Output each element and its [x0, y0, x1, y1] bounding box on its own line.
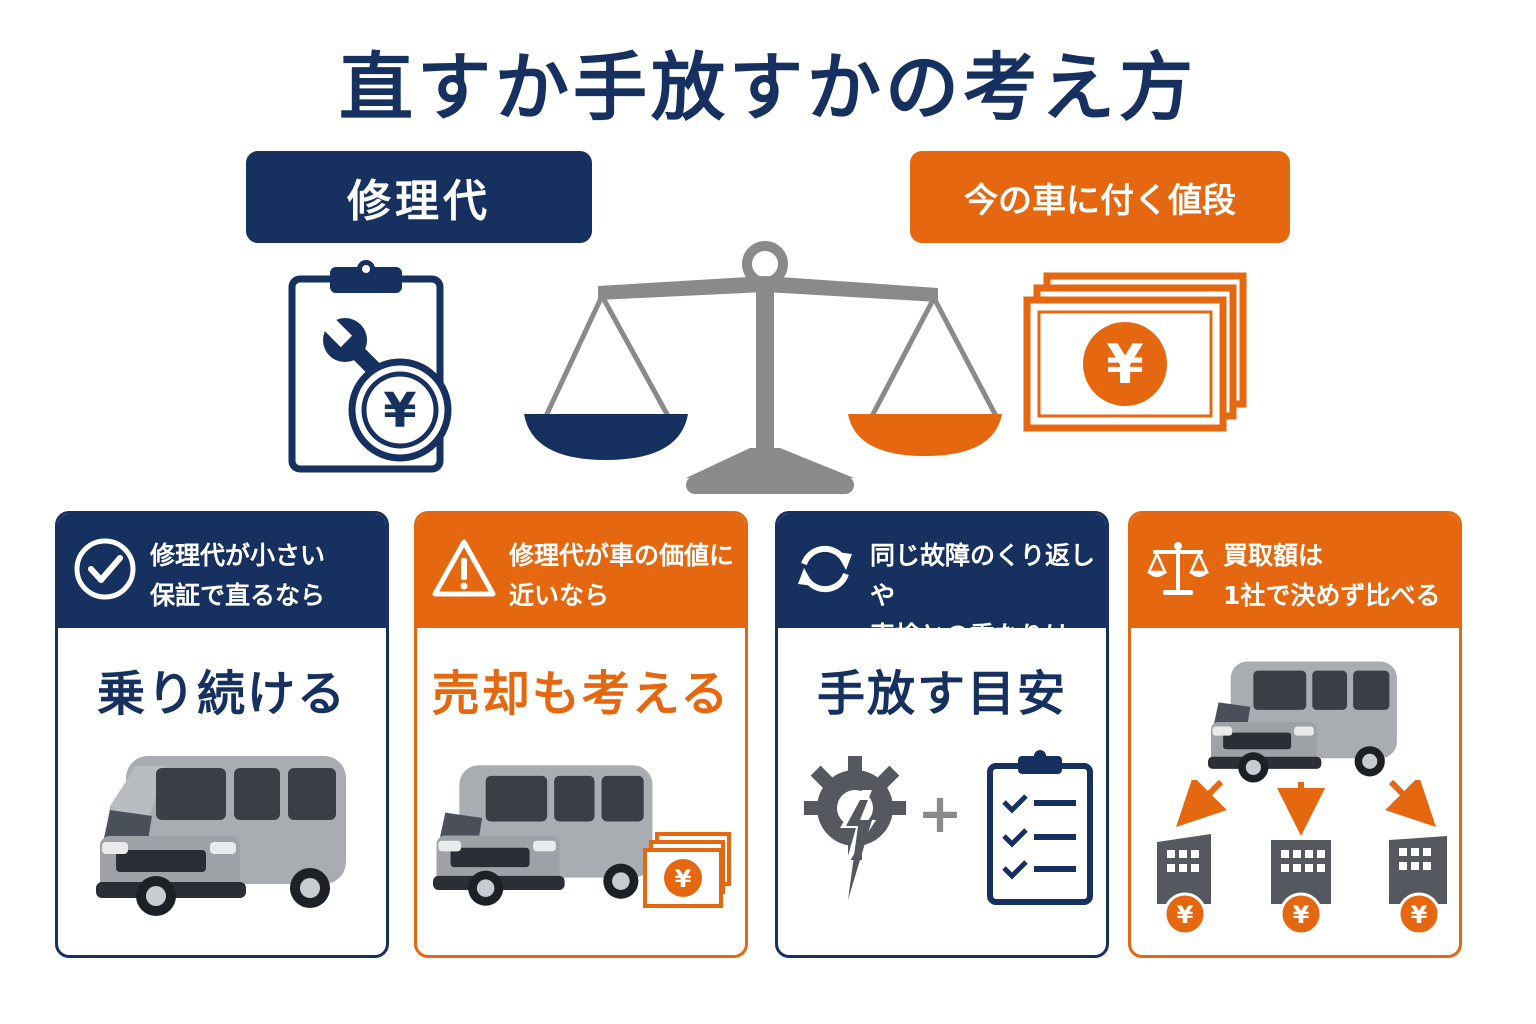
- card-compare-buyers: 買取額は 1社で決めず比べる ¥: [1128, 511, 1462, 958]
- check-circle-icon: [74, 538, 136, 600]
- warning-icon: [432, 539, 496, 597]
- card-result: 乗り続ける: [96, 666, 347, 722]
- yen-symbol-value: ¥: [1106, 333, 1144, 396]
- repair-cost-label: 修理代: [246, 151, 592, 243]
- card-header: 修理代が小さい 保証で直るなら: [58, 514, 386, 628]
- plus-icon: +: [917, 782, 962, 845]
- yen-symbol: ¥: [1293, 901, 1310, 929]
- refresh-icon: [798, 545, 852, 593]
- card-condition: 買取額は 1社で決めず比べる: [1223, 541, 1441, 610]
- arrow-right-icon: [1385, 780, 1436, 827]
- card-header: 買取額は 1社で決めず比べる: [1131, 514, 1459, 628]
- card-condition: 修理代が小さい 保証で直るなら: [150, 541, 326, 610]
- yen-symbol-repair: ¥: [383, 383, 416, 439]
- card-header: 同じ故障のくり返しや 車検との重なりは: [778, 514, 1106, 650]
- buyer-comparison-diagram: ¥ ¥ ¥: [1157, 780, 1447, 936]
- banknotes-icon: ¥: [643, 832, 731, 908]
- banknotes-icon: ¥: [1023, 272, 1247, 432]
- scale-pan-right: [848, 414, 1002, 456]
- arrow-left-icon: [1176, 780, 1227, 827]
- buyer-building-icon: ¥: [1389, 836, 1447, 936]
- card-consider-selling: 修理代が車の価値に 近いなら 売却も考える ¥: [414, 511, 748, 958]
- yen-symbol: ¥: [675, 865, 692, 893]
- car-image: [1207, 661, 1397, 783]
- car-image: [433, 765, 653, 906]
- broken-gear-icon: [804, 756, 906, 900]
- buyer-building-icon: ¥: [1271, 840, 1331, 936]
- balance-scale-icon: [524, 241, 1002, 494]
- repair-clipboard-icon: ¥: [288, 260, 452, 473]
- scale-icon: [1147, 542, 1209, 595]
- yen-symbol: ¥: [1177, 901, 1194, 929]
- card-header: 修理代が車の価値に 近いなら: [417, 514, 745, 628]
- card-let-go-guide: 同じ故障のくり返しや 車検との重なりは 手放す目安 +: [775, 511, 1109, 958]
- car-value-label: 今の車に付く値段: [910, 151, 1290, 243]
- scale-pan-left: [524, 414, 688, 460]
- car-image: [96, 756, 346, 916]
- card-result: 手放す目安: [816, 666, 1067, 722]
- buyer-building-icon: ¥: [1157, 834, 1211, 936]
- card-result: 売却も考える: [431, 666, 731, 722]
- page-title: 直すか手放すかの考え方: [339, 45, 1197, 131]
- card-condition: 修理代が車の価値に 近いなら: [509, 541, 735, 610]
- yen-symbol: ¥: [1411, 901, 1428, 929]
- card-keep-driving: 修理代が小さい 保証で直るなら 乗り続ける: [55, 511, 389, 958]
- breakdown-plus-inspection: +: [804, 750, 1093, 905]
- card-condition: 同じ故障のくり返しや 車検との重なりは: [870, 541, 1096, 650]
- checklist-icon: [987, 750, 1093, 905]
